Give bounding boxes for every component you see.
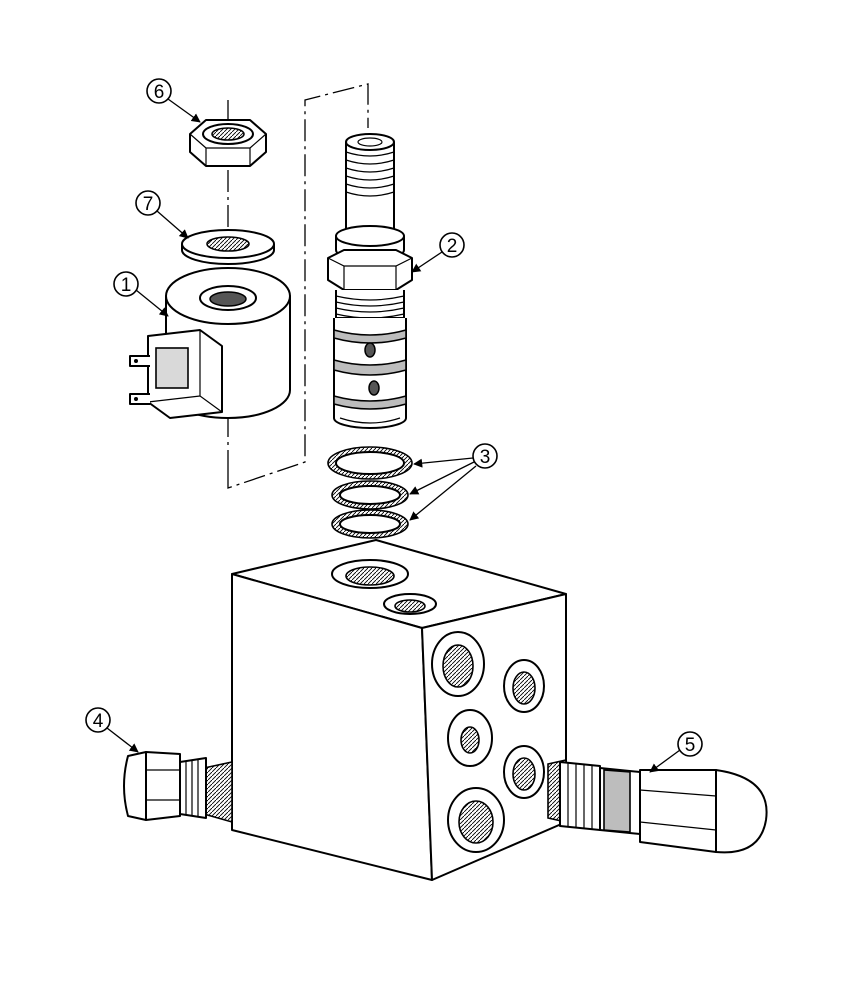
svg-text:4: 4 [93, 711, 104, 732]
callout-1: 1 [113, 271, 169, 317]
manifold-block [231, 539, 567, 881]
svg-text:2: 2 [447, 236, 458, 257]
svg-text:5: 5 [685, 735, 696, 756]
seal-rings-part [327, 446, 413, 539]
svg-text:1: 1 [121, 275, 132, 296]
hex-nut-part [189, 119, 267, 167]
callout-2: 2 [411, 232, 465, 273]
cartridge-valve-part [327, 133, 413, 429]
washer-part [181, 229, 275, 265]
solenoid-coil-part [129, 267, 291, 419]
callout-6: 6 [146, 78, 201, 123]
svg-text:6: 6 [154, 82, 165, 103]
callout-3: 3 [409, 443, 498, 521]
left-plug-part [123, 751, 233, 824]
callout-4: 4 [85, 707, 139, 753]
svg-text:3: 3 [480, 447, 491, 468]
svg-text:7: 7 [143, 194, 154, 215]
callout-7: 7 [135, 190, 189, 239]
callout-5: 5 [649, 731, 703, 773]
right-plug-part [547, 759, 768, 854]
